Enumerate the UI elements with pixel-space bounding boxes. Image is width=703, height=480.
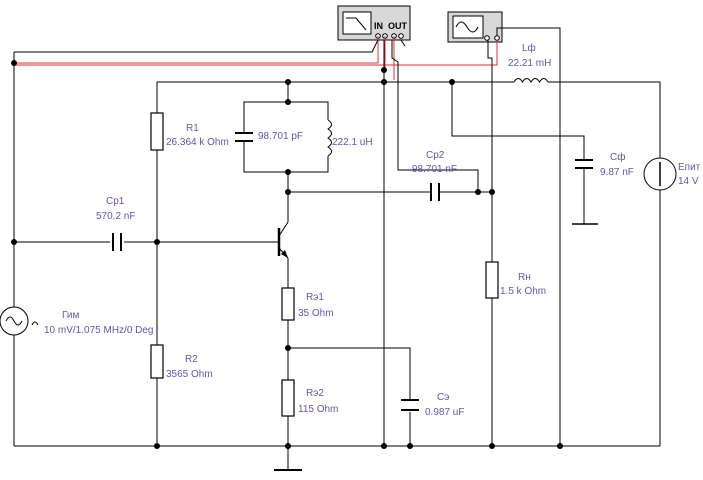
probe-wire-in [14,36,379,64]
lf-name: Lф [522,42,536,54]
cf-name: Cф [610,151,625,163]
probe-wire-scope [14,40,498,66]
signal-generator-gim[interactable] [0,306,39,336]
r1-value: 26.364 k Ohm [166,137,229,148]
r2-value: 3565 Ohm [166,369,213,380]
bode-plotter-screen-icon [342,11,372,35]
gim-value: 10 mV/1.075 MHz/0 Deg [44,325,154,336]
r2-name: R2 [185,354,198,365]
oscilloscope-screen-icon [452,15,484,39]
sine-wave-icon [455,21,479,33]
resistor-r1[interactable] [150,112,164,151]
capacitor-ce[interactable] [401,399,419,411]
ce-name: Cэ [437,392,449,403]
capacitor-cf[interactable] [572,159,598,225]
resistor-rn[interactable] [485,261,499,299]
bode-out-label: OUT [388,21,408,31]
rn-name: Rн [518,272,531,283]
cf-value: 9.87 nF [600,167,634,178]
cp2-name: Cp2 [426,150,445,161]
cp1-value: 570.2 nF [96,211,135,222]
ce-value: 0.987 uF [425,407,464,418]
resistor-r2[interactable] [150,344,164,379]
c-tank-value: 98.701 pF [258,131,303,142]
capacitor-cp1[interactable] [110,233,124,251]
epit-name: Eпит [678,162,701,173]
capacitor-tank[interactable] [235,132,253,142]
cp1-name: Cp1 [106,196,125,207]
re1-value: 35 Ohm [298,308,334,319]
re2-value: 115 Ohm [298,404,338,415]
junctions [11,60,563,449]
bode-plotter[interactable]: IN OUT [337,5,411,41]
epit-value: 14 V [678,176,699,187]
resistor-re2[interactable] [281,379,295,417]
lf-value: 22.21 mH [508,58,551,69]
r1-name: R1 [186,123,199,134]
probe-wire-out [384,36,395,80]
voltage-source-epit[interactable] [643,157,677,191]
re1-name: Rэ1 [306,292,324,303]
cp2-value: 98.701 nF [412,164,457,175]
transistor[interactable] [270,221,289,259]
bode-curve-icon [346,17,367,31]
re2-name: Rэ2 [306,388,324,399]
inductor-lf[interactable] [513,76,549,88]
rn-value: 1.5 k Ohm [500,286,546,297]
resistor-re1[interactable] [281,287,295,321]
bode-in-label: IN [374,21,383,31]
sine-wave-icon [5,316,23,326]
inductor-tank[interactable] [322,119,334,157]
gim-name: Гим [62,310,79,321]
oscilloscope[interactable] [447,11,503,43]
l-tank-value: 222.1 uH [332,137,373,148]
capacitor-cp2[interactable] [430,183,440,201]
